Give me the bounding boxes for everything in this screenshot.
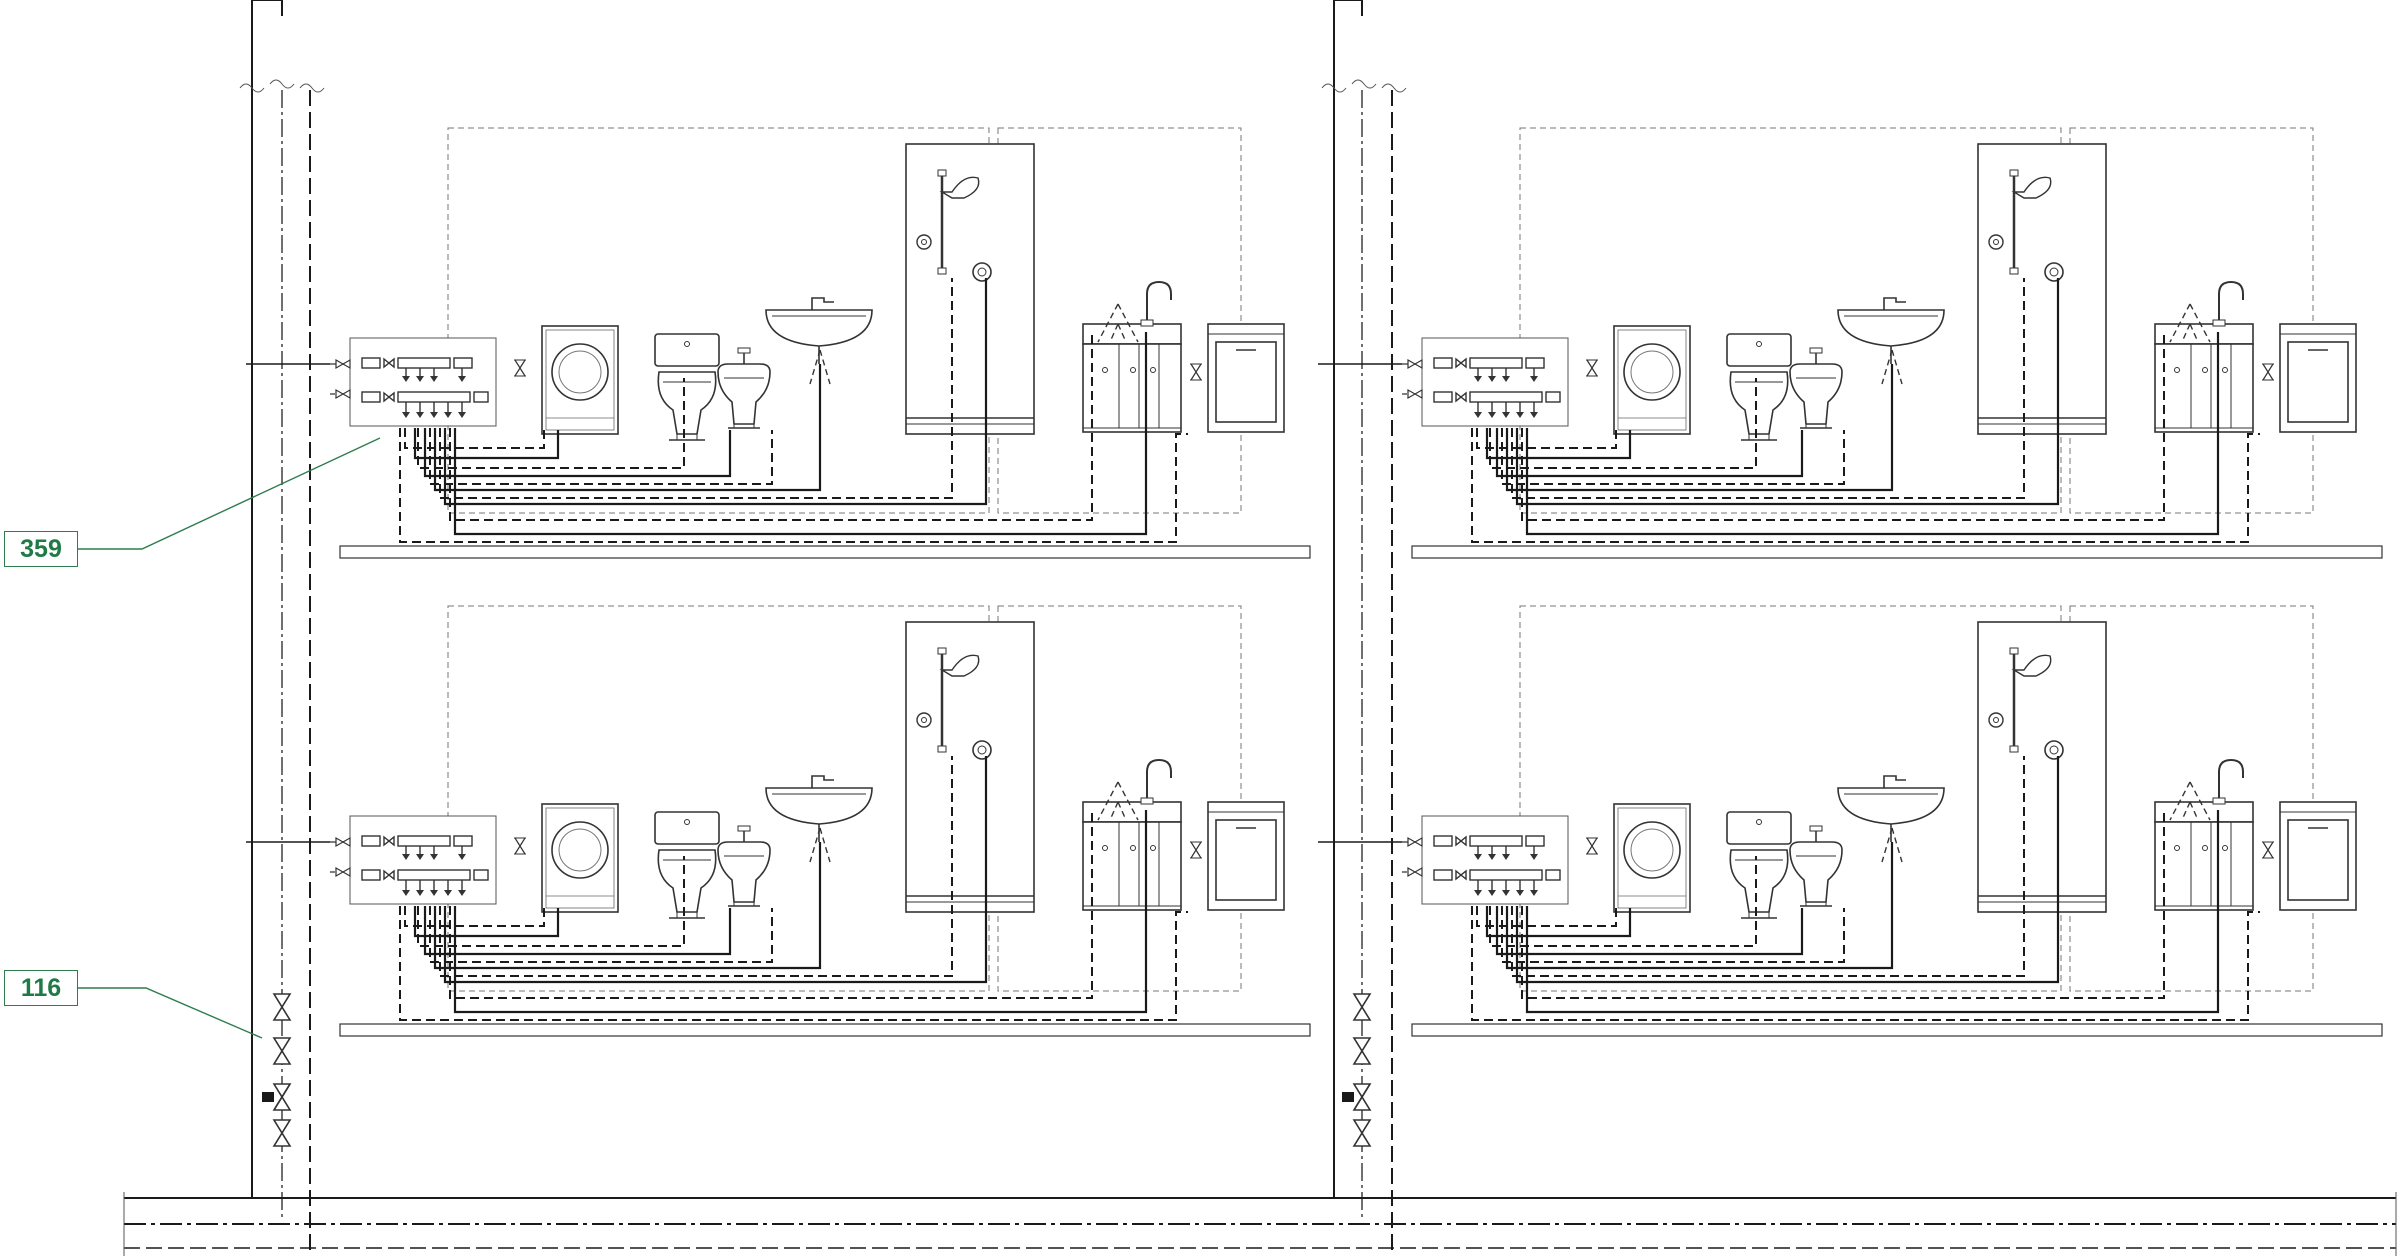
callout-359: 359	[4, 531, 78, 567]
floor-lower-left	[246, 606, 1310, 1036]
floor-upper-right	[1318, 128, 2382, 558]
callout-116: 116	[4, 970, 78, 1006]
riser-right	[1321, 0, 1407, 1250]
main-supply-line	[123, 1192, 2397, 1256]
leader-lines	[78, 437, 381, 1039]
floor-upper-left	[246, 128, 1310, 558]
riser-left	[239, 0, 325, 1250]
floor-lower-right	[1318, 606, 2382, 1036]
